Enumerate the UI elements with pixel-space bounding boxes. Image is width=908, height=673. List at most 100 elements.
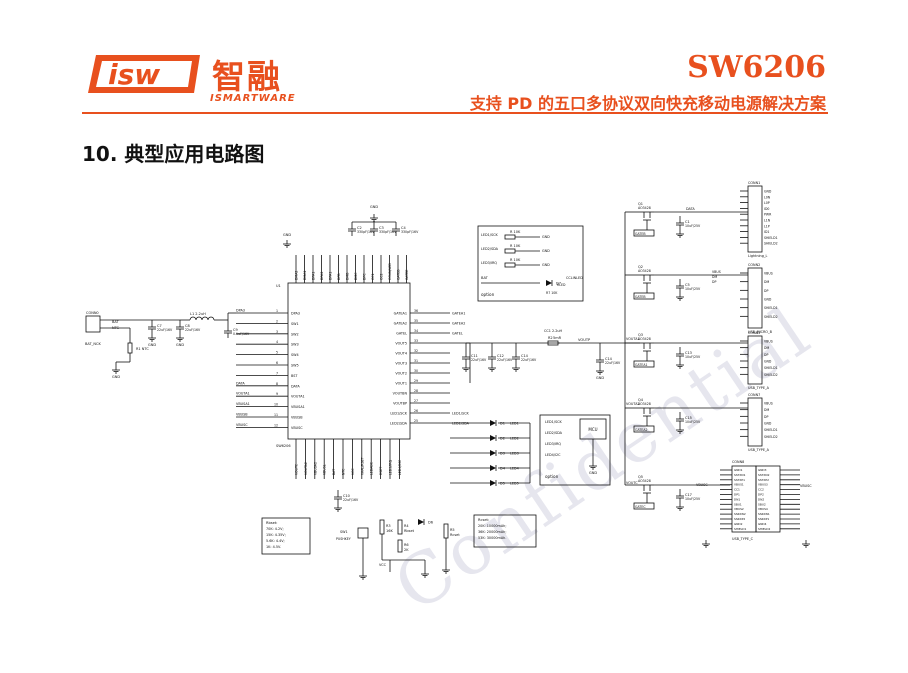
led-ref: D6 xyxy=(428,521,433,525)
ic-right-net-label: LED2/SDA xyxy=(452,422,470,426)
resistor-body xyxy=(504,234,516,240)
usb-c-pin-right: SSRXN1 xyxy=(758,512,770,516)
usb-c-pin-left: DN1 xyxy=(734,497,740,501)
ic-pin-number: 2 xyxy=(276,319,278,323)
connector-pin-label: SHIELD2 xyxy=(764,435,778,439)
capacitor-value: 22uF/16V xyxy=(471,358,487,362)
led-chain-label: LED1 xyxy=(510,422,519,426)
ic-bottom-pin-name: RSET xyxy=(379,467,383,475)
capacitor-value: 10uF/25V xyxy=(685,420,701,424)
battery-pin-ntc: NTC xyxy=(112,326,120,330)
gate-net-box xyxy=(633,229,655,237)
led-box-gnd-label: GND xyxy=(542,249,550,253)
led-symbol xyxy=(490,465,496,471)
battery-net-label: BAT_NCK xyxy=(85,342,101,346)
connector-type: Lightning_L xyxy=(748,254,768,258)
ic-top-pin-name: DPC xyxy=(363,273,367,280)
ic-pin-number: 11 xyxy=(274,413,278,417)
ic-right-pin-name: GATEA2 xyxy=(394,322,407,326)
usb-c-pin-left: SHIELD1 xyxy=(734,527,747,531)
ic-right-pin-name: LED2/SDA xyxy=(390,422,408,426)
usb-c-pin-left: DP1 xyxy=(734,493,740,497)
ground-label: GND xyxy=(112,375,120,379)
capacitor-ref: C7 xyxy=(157,324,162,328)
usb-c-pin-left: SSTXN1 xyxy=(734,473,746,477)
ic-top-pin-name: DMC xyxy=(354,272,358,280)
connector-ref: CONN7 xyxy=(748,393,760,397)
ic-pin-name: SW5 xyxy=(291,364,299,368)
ic-top-pin-name: DPB xyxy=(337,273,341,280)
resistor-ref: R3 xyxy=(386,524,391,528)
ic-right-net-label: GATEL xyxy=(452,332,463,336)
ic-name: SW6206 xyxy=(276,444,291,448)
mcu-option-box xyxy=(539,414,611,486)
resistor-body xyxy=(504,262,516,268)
connector-type: USB_TYPE_A xyxy=(748,386,770,390)
capacitor-value: 22uF/16V xyxy=(521,358,537,362)
capacitor-ref: C12 xyxy=(497,354,504,358)
gate-net-label: GATEB xyxy=(635,232,646,236)
ic-pin-name: SW4 xyxy=(291,353,299,357)
battery-connector-ref: CONN0 xyxy=(86,311,99,315)
capacitor-value: 10uF/25V xyxy=(685,287,701,291)
capacitor-ref: C9 xyxy=(233,328,238,332)
ground-label: GND xyxy=(283,233,291,237)
resistor-ref: R6 xyxy=(404,543,409,547)
ic-top-pin-name: DPA1 xyxy=(329,272,333,280)
mosfet-ref: Q1 xyxy=(638,202,643,206)
connector-pin-label: SHIELD1 xyxy=(764,428,778,432)
resistor-body xyxy=(547,340,559,346)
rbset-title: Rbset: xyxy=(266,521,277,525)
schematic-wires xyxy=(100,190,810,580)
connector-pin-label: ID1 xyxy=(764,230,769,234)
connector-pin-label: VBUS xyxy=(764,402,773,406)
usb-connector xyxy=(747,267,763,329)
switch-value: PUSHKEY xyxy=(336,537,351,541)
resistor-value: R 10K xyxy=(510,230,521,234)
company-name-en: ISMARTWARE xyxy=(210,93,296,104)
ntc-resistor xyxy=(127,342,133,354)
led-box-rled-label: RLED xyxy=(557,283,566,287)
ground-label: GND xyxy=(596,376,604,380)
led-symbol xyxy=(546,280,552,286)
rbset-table-box xyxy=(261,517,311,555)
ic-pin-number: 27 xyxy=(414,399,418,403)
connector-pin-label: GND xyxy=(764,298,772,302)
usb-c-pin-left: SSRXP2 xyxy=(734,517,745,521)
connector-pin-label: VBUS xyxy=(764,272,773,276)
conn-net-dm: DM xyxy=(712,275,717,279)
rbset-row: 15K: 4.35V; xyxy=(266,533,286,537)
rcset-row: 36K: 20000mAh; xyxy=(478,530,506,534)
ic-pin-number: 26 xyxy=(414,409,418,413)
product-model: SW6206 xyxy=(687,50,826,85)
resistor-value: 5mR xyxy=(553,336,562,340)
usb-c-pin-left: SSRXN2 xyxy=(734,512,746,516)
ic-bottom-pin-name: LED4/IMC xyxy=(398,459,402,475)
led-box-led-net-label: CCLINLED xyxy=(566,276,583,280)
gate-net-label: GATEA1 xyxy=(635,363,648,367)
capacitor-value: 22uF/16V xyxy=(185,328,201,332)
rbset-row: 1K: 4.5V. xyxy=(266,545,281,549)
ic-pin-number: 30 xyxy=(414,369,418,373)
capacitor-value: 330pF/16V xyxy=(401,230,419,234)
connector-pin-label: DP xyxy=(764,415,768,419)
led-ref: D5 xyxy=(500,482,505,486)
ic-left-net-label: VOUTA1 xyxy=(236,392,250,396)
ic-top-pin-name: CC1 xyxy=(371,274,375,280)
ic-pin-number: 36 xyxy=(414,309,418,313)
usbc-left-vbus-label: VBUSC xyxy=(696,483,708,487)
mosfet-model: AO3428 xyxy=(638,337,651,341)
resistor-value: 16K xyxy=(386,529,393,533)
connector-pin-label: SHIELD2 xyxy=(764,373,778,377)
mcu-chip xyxy=(579,418,607,440)
resistor-body xyxy=(379,519,385,535)
ic-ref: U1 xyxy=(276,284,281,288)
ic-pin-number: 4 xyxy=(276,340,278,344)
capacitor-value: 22uF/16V xyxy=(497,358,513,362)
vcc-label: VCC xyxy=(379,563,387,567)
company-logo-mark: isw xyxy=(88,55,200,93)
capacitor-ref: C8 xyxy=(185,324,190,328)
gate-net-label: GATEB xyxy=(635,295,646,299)
